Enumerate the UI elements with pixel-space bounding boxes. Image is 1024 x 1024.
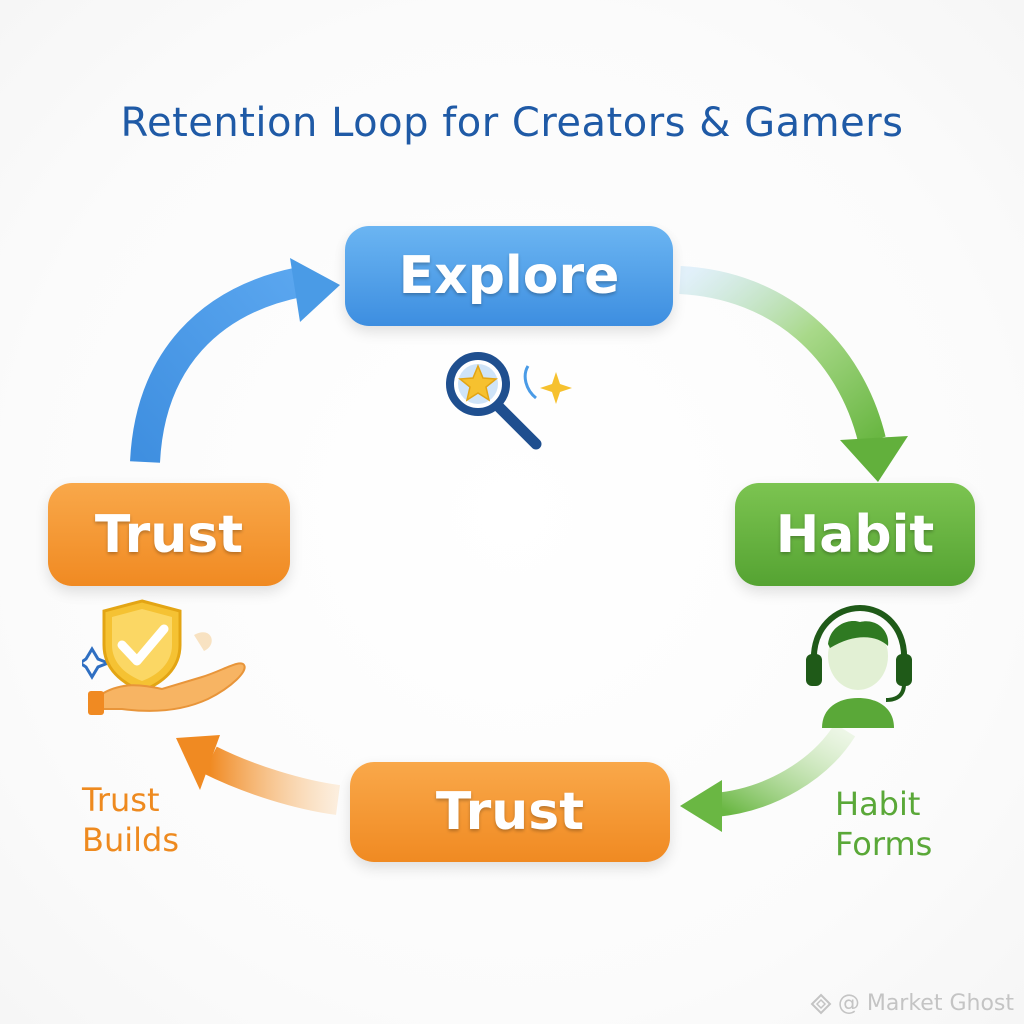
headset-user-icon xyxy=(806,604,912,728)
arrowhead-explore xyxy=(290,258,340,322)
trust-builds-line-2: Builds xyxy=(82,821,179,859)
arrowhead-habit xyxy=(840,436,908,482)
arrow-explore-to-habit xyxy=(679,266,886,444)
arrow-habit-to-trust xyxy=(713,723,856,817)
shield-check-hand-icon xyxy=(82,599,246,715)
node-habit: Habit xyxy=(735,483,975,586)
habit-forms-line-1: Habit xyxy=(835,785,921,823)
habit-forms-line-2: Forms xyxy=(835,825,933,863)
trust-builds-line-1: Trust xyxy=(82,781,160,819)
diagram-title: Retention Loop for Creators & Gamers xyxy=(120,100,904,146)
arrow-trust-to-trust xyxy=(203,746,341,815)
habit-forms-label: Habit Forms xyxy=(835,784,932,864)
arrow-trust-to-explore xyxy=(130,267,304,463)
node-trust-bottom: Trust xyxy=(350,762,670,862)
watermark: @ Market Ghost xyxy=(810,991,1014,1016)
magnifier-star-icon xyxy=(446,352,572,450)
watermark-text: @ Market Ghost xyxy=(837,991,1014,1016)
diamond-logo-icon xyxy=(810,993,832,1014)
arrowhead-trust-left xyxy=(176,735,220,790)
arrowhead-trust-bottom xyxy=(680,780,722,832)
trust-builds-label: Trust Builds xyxy=(82,780,179,860)
node-trust-left: Trust xyxy=(48,483,290,586)
node-explore: Explore xyxy=(345,226,673,326)
